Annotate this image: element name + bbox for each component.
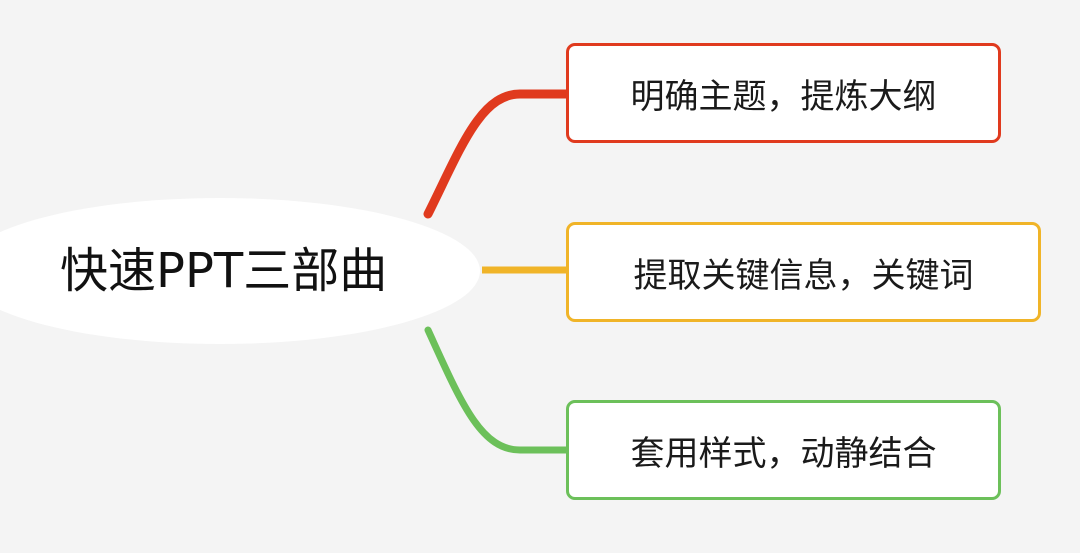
root-node-label: 快速PPT三部曲 — [60, 243, 388, 299]
root-node[interactable] — [0, 198, 480, 344]
branch-node-1[interactable]: 明确主题，提炼大纲 — [566, 43, 1001, 143]
branch-connector-3 — [424, 326, 572, 454]
branch-node-label: 明确主题，提炼大纲 — [630, 76, 937, 117]
branch-connector-1 — [423, 89, 573, 219]
branch-node-label: 套用样式，动静结合 — [630, 433, 937, 474]
branch-node-3[interactable]: 套用样式，动静结合 — [566, 400, 1001, 500]
branch-node-2[interactable]: 提取关键信息，关键词 — [566, 222, 1041, 322]
branch-node-label: 提取关键信息，关键词 — [633, 255, 974, 296]
